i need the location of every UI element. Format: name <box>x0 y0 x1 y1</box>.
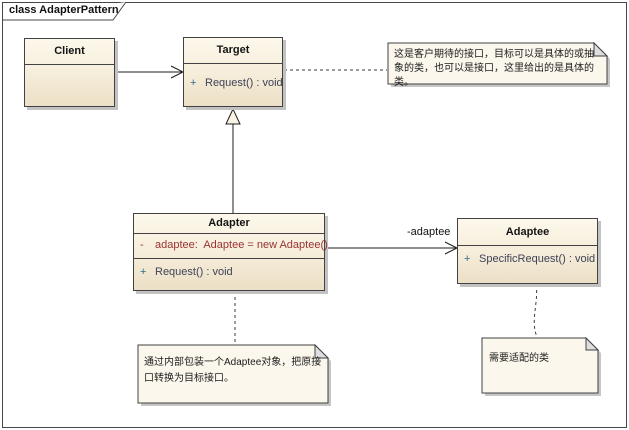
operation-row[interactable]: + Request() : void <box>134 259 324 278</box>
note-text-adapter: 通过内部包装一个Adaptee对象，把原接口转换为目标接口。 <box>144 357 322 384</box>
operation-signature: Request() : void <box>155 266 233 278</box>
class-name: Adaptee <box>458 219 597 246</box>
class-target[interactable]: Target + Request() : void <box>183 37 283 107</box>
note-fold-icon <box>314 343 330 359</box>
class-client[interactable]: Client <box>24 38 115 107</box>
attribute-signature: adaptee: Adaptee = new Adaptee() <box>155 239 328 251</box>
note-target-description[interactable] <box>387 41 610 87</box>
operation-row[interactable]: + SpecificRequest() : void <box>458 246 597 265</box>
operation-signature: Request() : void <box>205 77 283 89</box>
operation-signature: SpecificRequest() : void <box>479 253 596 265</box>
visibility-symbol: + <box>140 266 147 278</box>
note-fold-icon <box>585 336 600 351</box>
class-name: Adapter <box>134 214 324 234</box>
class-adapter[interactable]: Adapter - adaptee: Adaptee = new Adaptee… <box>133 213 328 291</box>
frame-tab[interactable] <box>2 1 127 21</box>
frame-title: class AdapterPattern <box>9 4 119 16</box>
generalization-triangle-icon <box>225 107 241 125</box>
note-adapter-description[interactable] <box>137 343 331 406</box>
class-adaptee[interactable]: Adaptee + SpecificRequest() : void <box>457 218 598 284</box>
visibility-symbol: + <box>190 77 197 89</box>
association-adapter-adaptee[interactable] <box>325 241 459 255</box>
class-name: Target <box>184 38 282 64</box>
note-adaptee-description[interactable] <box>481 336 601 396</box>
operations-compartment: + Request() : void <box>184 64 283 89</box>
association-role-label[interactable]: -adaptee <box>407 226 451 238</box>
note-text-target: 这是客户期待的接口，目标可以是具体的或抽象的类，也可以是接口，这里给出的是具体的… <box>394 49 594 88</box>
generalization-adapter-target[interactable] <box>225 107 241 213</box>
note-text-adaptee: 需要适配的类 <box>489 353 549 364</box>
note-fold-icon <box>593 41 609 57</box>
notelink-adaptee-note[interactable] <box>533 283 538 338</box>
class-name: Client <box>25 39 114 65</box>
operation-row[interactable]: + Request() : void <box>184 64 283 89</box>
visibility-symbol: - <box>140 239 144 251</box>
attribute-row[interactable]: - adaptee: Adaptee = new Adaptee() <box>134 234 328 251</box>
operations-compartment: + SpecificRequest() : void <box>458 246 597 265</box>
visibility-symbol: + <box>464 253 471 265</box>
association-client-target[interactable] <box>115 65 185 79</box>
attributes-compartment: - adaptee: Adaptee = new Adaptee() <box>134 234 328 259</box>
operations-compartment: + Request() : void <box>134 259 324 278</box>
